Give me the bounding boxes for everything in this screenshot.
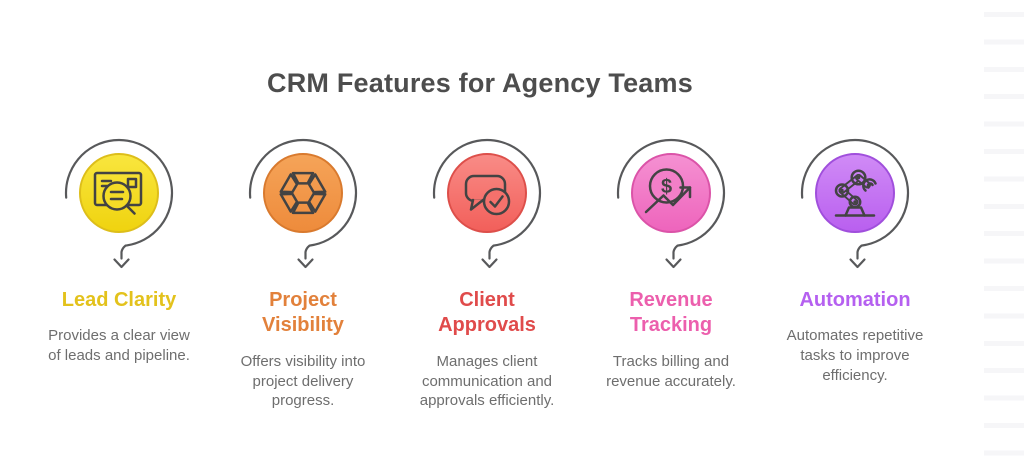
feature-description: Tracks billing and revenue accurately. — [606, 352, 736, 390]
robot-arm-icon — [800, 138, 910, 269]
arrow-head — [481, 258, 498, 269]
icon-circle — [815, 153, 895, 233]
feature-column-automation: Automation Automates repetitive tasks to… — [763, 134, 947, 411]
loop-arrow — [616, 138, 726, 260]
feature-description: Automates repetitive tasks to improve ef… — [786, 327, 924, 384]
feature-title: Project Visibility — [262, 289, 344, 337]
page-title: CRM Features for Agency Teams — [267, 68, 693, 98]
arrow-head — [849, 258, 866, 269]
chat-approval-icon — [432, 138, 542, 269]
notebook-ruling-decor — [984, 12, 1024, 470]
feature-title: Revenue Tracking — [629, 289, 713, 337]
lead-search-card-icon — [64, 138, 174, 269]
feature-column-revenue-tracking: $ Revenue Tracking Tracks billing and re… — [579, 134, 763, 411]
feature-column-project-visibility: Project Visibility Offers visibility int… — [211, 134, 395, 411]
arrow-head — [113, 258, 130, 269]
arrow-head — [297, 258, 314, 269]
arrow-head — [665, 258, 682, 269]
icon-circle — [263, 153, 343, 233]
loop-arrow — [248, 138, 358, 260]
dollar-glyph: $ — [661, 176, 672, 198]
loop-arrow — [64, 138, 174, 260]
feature-column-lead-clarity: Lead Clarity Provides a clear view of le… — [27, 134, 211, 411]
feature-column-client-approvals: Client Approvals Manages client communic… — [395, 134, 579, 411]
feature-title: Client Approvals — [438, 289, 536, 337]
features-row: Lead Clarity Provides a clear view of le… — [27, 134, 947, 411]
loop-arrow — [800, 138, 910, 260]
feature-title: Automation — [799, 289, 911, 311]
dollar-trend-icon: $ — [616, 138, 726, 269]
loop-arrow — [432, 138, 542, 260]
feature-description: Manages client communication and approva… — [419, 352, 555, 410]
feature-description: Provides a clear view of leads and pipel… — [48, 327, 190, 365]
feature-title: Lead Clarity — [61, 289, 177, 311]
hex-segments-icon — [248, 138, 358, 269]
feature-description: Offers visibility into project delivery … — [240, 352, 366, 410]
